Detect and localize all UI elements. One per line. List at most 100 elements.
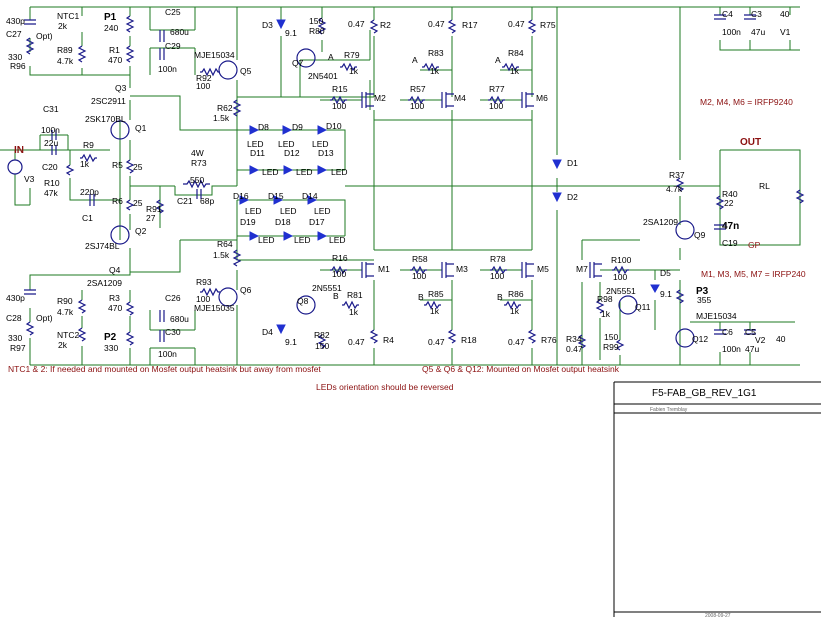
component-label: R6: [112, 196, 123, 206]
component-label: 1k: [430, 66, 440, 76]
component-label: Q3: [115, 83, 127, 93]
component-label: A: [495, 55, 501, 65]
note-ntc: NTC1 & 2: If needed and mounted on Mosfe…: [8, 364, 321, 374]
component-label: C5: [745, 327, 756, 337]
component-label: 150: [604, 332, 618, 342]
component-label: 25: [133, 198, 143, 208]
component-label: R80: [309, 26, 325, 36]
component-label: M4: [454, 93, 466, 103]
component-label: LED: [294, 235, 311, 245]
component-label: R18: [461, 335, 477, 345]
component-label: D9: [292, 122, 303, 132]
component-label: D11: [250, 148, 265, 158]
component-label: R86: [508, 289, 524, 299]
component-label: D18: [275, 217, 291, 227]
component-label: 100: [489, 101, 503, 111]
note-heatsink: Q5 & Q6 & Q12: Mounted on Mosfet output …: [422, 364, 620, 374]
component-label: M2: [374, 93, 386, 103]
component-label: Q1: [135, 123, 147, 133]
title-block-author: Fabien Tremblay: [650, 407, 688, 413]
component-label: 1k: [349, 307, 359, 317]
component-label: C27: [6, 29, 22, 39]
component-label: 0.47: [348, 337, 365, 347]
component-label: 100: [412, 271, 426, 281]
component-label: V2: [755, 335, 766, 345]
component-label: R78: [490, 254, 506, 264]
component-label: D14: [302, 191, 318, 201]
component-label: 4W: [191, 148, 204, 158]
component-label: C29: [165, 41, 181, 51]
component-label: Q4: [109, 265, 121, 275]
component-label: 100n: [722, 344, 741, 354]
component-label: 1.5k: [213, 250, 230, 260]
component-label: R58: [412, 254, 428, 264]
component-label: 470: [108, 303, 122, 313]
title-block-title: F5-FAB_GB_REV_1G1: [652, 388, 757, 399]
component-label: 100: [490, 271, 504, 281]
input-label: IN: [14, 145, 24, 156]
component-label: R5: [112, 160, 123, 170]
component-label: M3: [456, 264, 468, 274]
component-label: D4: [262, 327, 273, 337]
component-label: 100n: [158, 349, 177, 359]
component-label: R75: [540, 20, 556, 30]
component-label: D19: [240, 217, 256, 227]
component-label: 1k: [430, 306, 440, 316]
component-label: P3: [696, 286, 709, 297]
component-label: P2: [104, 332, 117, 343]
component-label: R4: [383, 335, 394, 345]
component-label: 355: [697, 295, 711, 305]
component-label: C25: [165, 7, 181, 17]
component-label: 2N5551: [606, 286, 636, 296]
component-label: R62: [217, 103, 233, 113]
component-label: D3: [262, 20, 273, 30]
component-label: 0.47: [428, 337, 445, 347]
component-label: Opt): [36, 31, 53, 41]
component-label: LED: [245, 206, 262, 216]
component-label: 2SA1209: [643, 217, 678, 227]
component-label: 220p: [80, 187, 99, 197]
component-label: R16: [332, 253, 348, 263]
component-label: V1: [780, 27, 791, 37]
component-label: 9.1: [285, 28, 297, 38]
component-label: 150: [309, 16, 323, 26]
component-label: R15: [332, 84, 348, 94]
component-label: C28: [6, 313, 22, 323]
component-label: Opt): [36, 313, 53, 323]
component-label: A: [328, 52, 334, 62]
component-label: R97: [10, 343, 26, 353]
component-label: R81: [347, 290, 363, 300]
component-label: 40: [780, 9, 790, 19]
component-label: 4.7k: [666, 184, 683, 194]
component-label: R91: [146, 204, 162, 214]
component-label: LED: [280, 206, 297, 216]
component-label: 680u: [170, 314, 189, 324]
component-label: P1: [104, 12, 117, 23]
component-label: 330: [8, 52, 22, 62]
component-label: Q6: [240, 285, 252, 295]
component-label: 0.47: [428, 19, 445, 29]
component-label: R64: [217, 239, 233, 249]
component-label: R57: [410, 84, 426, 94]
component-label: 1.5k: [213, 113, 230, 123]
component-label: 100: [613, 272, 627, 282]
component-label: M7: [576, 264, 588, 274]
component-label: R82: [314, 330, 330, 340]
component-label: D16: [233, 191, 249, 201]
component-label: 1k: [601, 309, 611, 319]
component-label: 100: [196, 81, 210, 91]
component-label: R40: [722, 189, 738, 199]
component-label: V3: [24, 174, 35, 184]
component-label: C4: [722, 9, 733, 19]
wires: [0, 6, 801, 366]
component-label: 430p: [6, 293, 25, 303]
component-label: 25: [133, 162, 143, 172]
output-label: OUT: [740, 137, 761, 148]
component-label: LED: [296, 167, 313, 177]
component-label: 2k: [58, 340, 68, 350]
component-label: R37: [669, 170, 685, 180]
component-label: D12: [284, 148, 300, 158]
component-label: R77: [489, 84, 505, 94]
component-label: R73: [191, 158, 207, 168]
